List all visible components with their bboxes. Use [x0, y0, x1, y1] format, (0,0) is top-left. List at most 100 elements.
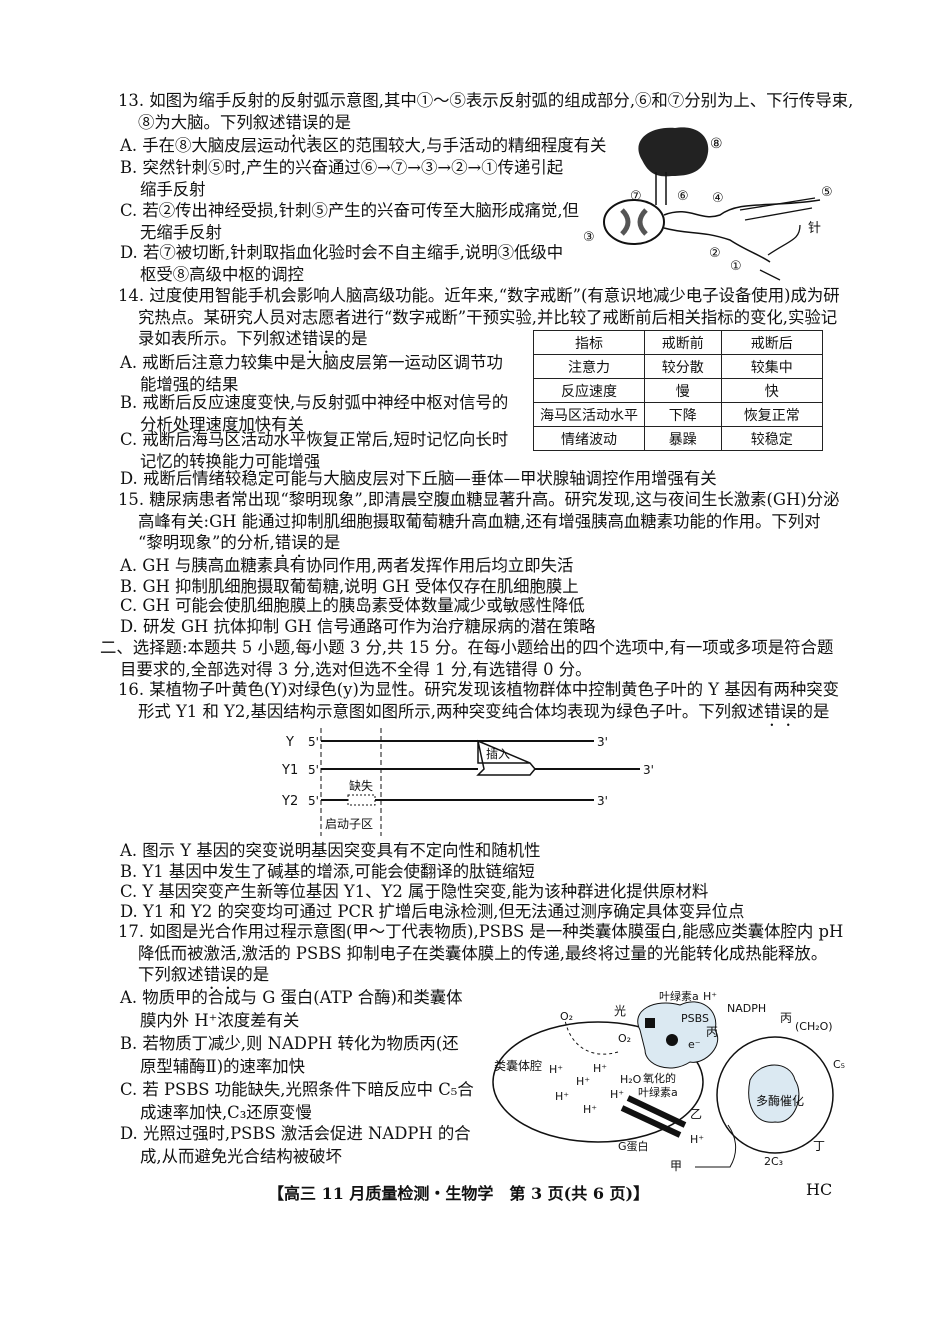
- text-line: 能增强的结果: [140, 374, 239, 394]
- jia-arrow: [695, 1124, 737, 1168]
- svg-text:H⁺: H⁺: [576, 1075, 590, 1088]
- svg-text:乙: 乙: [690, 1107, 702, 1121]
- table-cell: 较集中: [720, 354, 824, 379]
- calvin-cycle-circle: [716, 1036, 834, 1154]
- table-header-row: 指标 戒断前 戒断后: [533, 330, 824, 355]
- svg-text:②: ②: [709, 246, 721, 261]
- svg-text:丙: 丙: [780, 1011, 792, 1025]
- text-line: B. 突然针刺⑤时,产生的兴奋通过⑥→⑦→③→②→①传递引起: [120, 158, 564, 177]
- chlorophyll-a-square: [645, 1018, 655, 1028]
- svg-text:PSBS: PSBS: [681, 1012, 709, 1025]
- svg-text:⑧: ⑧: [710, 136, 723, 152]
- svg-text:叶绿素a: 叶绿素a: [659, 989, 699, 1003]
- q16-option-b: B. Y1 基因中发生了碱基的增添,可能会使翻译的肽链缩短: [120, 861, 535, 883]
- arm-outline: [739, 197, 816, 281]
- q14-table: 指标 戒断前 戒断后 注意力较分散较集中 反应速度慢快 海马区活动水平下降恢复正…: [533, 330, 824, 451]
- svg-text:Y2: Y2: [281, 794, 298, 809]
- q14-option-a: A. 戒断后注意力较集中是大脑皮层第一运动区调节功能增强的结果: [120, 352, 503, 395]
- text-line: D. 光照过强时,PSBS 激活会促进 NADPH 的合: [120, 1124, 471, 1143]
- q13-option-a: A. 手在⑧大脑皮层运动代表区的范围较大,与手活动的精细程度有关: [120, 135, 606, 157]
- text-line: 究热点。某研究人员对志愿者进行“数字戒断”干预实验,并比较了戒断前后相关指标的变…: [138, 307, 838, 327]
- text-line: C. 若 PSBS 功能缺失,光照条件下暗反应中 C₅合: [120, 1080, 474, 1099]
- brain-shape: [638, 127, 709, 177]
- text-line: “黎明现象”的分析,错误的是: [138, 533, 341, 552]
- text-line: D. 研发 GH 抗体抑制 GH 信号通路可作为治疗糖尿病的潜在策略: [120, 617, 596, 636]
- text-line: C. 若②传出神经受损,针刺⑤产生的兴奋可传至大脑形成痛觉,但: [120, 201, 579, 220]
- table-row: 情绪波动暴躁较稳定: [533, 426, 824, 451]
- text-line: B. 戒断后反应速度变快,与反射弧中神经中枢对信号的: [120, 393, 509, 412]
- text-line: 目要求的,全部选对得 3 分,选对但选不全得 1 分,有选错得 0 分。: [120, 659, 592, 679]
- svg-text:H₂O: H₂O: [620, 1073, 642, 1086]
- q13-option-d: D. 若⑦被切断,针刺取指血化验时会不自主缩手,说明③低级中枢受⑧高级中枢的调控: [120, 242, 563, 285]
- text-line: 成速率加快,C₃还原变慢: [140, 1102, 312, 1122]
- q16-option-a: A. 图示 Y 基因的突变说明基因突变具有不定向性和随机性: [120, 840, 540, 862]
- emphasis-mark: 错误: [285, 112, 319, 132]
- svg-text:5': 5': [308, 763, 319, 777]
- text-line: A. 图示 Y 基因的突变说明基因突变具有不定向性和随机性: [120, 841, 541, 860]
- text-line: B. GH 抑制肌细胞摄取葡萄糖,说明 GH 受体仅存在肌细胞膜上: [120, 577, 579, 596]
- text-line: 下列叙述错误的是: [138, 965, 270, 984]
- q17-option-d: D. 光照过强时,PSBS 激活会促进 NADPH 的合成,从而避免光合结构被破…: [120, 1123, 471, 1168]
- svg-text:丙: 丙: [706, 1025, 718, 1039]
- spinal-cord: [603, 199, 665, 245]
- svg-text:H⁺: H⁺: [555, 1090, 569, 1103]
- table-cell: 较分散: [644, 354, 722, 379]
- text-line: 无缩手反射: [140, 222, 222, 242]
- svg-text:H⁺: H⁺: [593, 1062, 607, 1075]
- svg-text:针: 针: [808, 221, 821, 236]
- q17-stem: 17. 如图是光合作用过程示意图(甲～丁代表物质),PSBS 是一种类囊体膜蛋白…: [118, 921, 843, 993]
- table-cell: 暴躁: [644, 426, 722, 451]
- psbs-protein-complex: [637, 1001, 718, 1069]
- q14-option-d: D. 戒断后情绪较稳定可能与大脑皮层对下丘脑—垂体—甲状腺轴调控作用增强有关: [120, 468, 717, 490]
- svg-text:G蛋白: G蛋白: [618, 1139, 649, 1153]
- text-line: 16. 某植物子叶黄色(Y)对绿色(y)为显性。研究发现该植物群体中控制黄色子叶…: [118, 680, 840, 699]
- svg-text:⑤: ⑤: [821, 185, 833, 200]
- text-line: D. 若⑦被切断,针刺取指血化验时会不自主缩手,说明③低级中: [120, 243, 564, 262]
- svg-text:3': 3': [597, 735, 608, 749]
- text-line: A. GH 与胰高血糖素具有协同作用,两者发挥作用后均立即失活: [120, 556, 574, 575]
- text-line: 高峰有关:GH 能通过抑制肌细胞摄取葡萄糖升高血糖,还有增强胰高血糖素功能的作用…: [138, 511, 821, 531]
- o2-dashed-arrow: [564, 1019, 619, 1055]
- text-line: ⑧为大脑。下列叙述错误的是: [138, 112, 352, 132]
- table-header: 指标: [533, 330, 645, 355]
- q13-option-b: B. 突然针刺⑤时,产生的兴奋通过⑥→⑦→③→②→①传递引起缩手反射: [120, 157, 563, 200]
- afferent-nerve: [663, 199, 821, 218]
- table-cell: 慢: [644, 378, 722, 403]
- oxidized-chlorophyll-dot: [666, 1034, 678, 1046]
- text-line: 降低而被激活,激活的 PSBS 抑制电子在类囊体膜上的传递,最终将过量的光能转化…: [138, 943, 828, 963]
- q15-option-d: D. 研发 GH 抗体抑制 GH 信号通路可作为治疗糖尿病的潜在策略: [120, 616, 596, 638]
- table-row: 注意力较分散较集中: [533, 354, 824, 379]
- q14-option-b: B. 戒断后反应速度变快,与反射弧中神经中枢对信号的分析处理速度加快有关: [120, 392, 508, 435]
- q15-option-c: C. GH 可能会使肌细胞膜上的胰岛素受体数量减少或敏感性降低: [120, 595, 585, 617]
- q13-option-c: C. 若②传出神经受损,针刺⑤产生的兴奋可传至大脑形成痛觉,但无缩手反射: [120, 200, 579, 243]
- svg-text:H⁺: H⁺: [549, 1063, 563, 1076]
- table-row: 海马区活动水平下降恢复正常: [533, 402, 824, 427]
- q16-option-d: D. Y1 和 Y2 的突变均可通过 PCR 扩增后电泳检测,但无法通过测序确定…: [120, 901, 744, 923]
- table-cell: 情绪波动: [533, 426, 645, 451]
- text-line: 二、选择题:本题共 5 小题,每小题 3 分,共 15 分。在每小题给出的四个选…: [100, 638, 834, 657]
- svg-text:3': 3': [643, 763, 654, 777]
- q15-option-b: B. GH 抑制肌细胞摄取葡萄糖,说明 GH 受体仅存在肌细胞膜上: [120, 576, 579, 598]
- svg-text:2C₃: 2C₃: [764, 1155, 783, 1168]
- text-line: D. 戒断后情绪较稳定可能与大脑皮层对下丘脑—垂体—甲状腺轴调控作用增强有关: [120, 469, 717, 488]
- svg-text:O₂: O₂: [560, 1010, 573, 1023]
- text-line: 枢受⑧高级中枢的调控: [140, 264, 304, 284]
- svg-text:缺失: 缺失: [349, 778, 373, 793]
- table-cell: 恢复正常: [720, 402, 824, 427]
- q17-option-c: C. 若 PSBS 功能缺失,光照条件下暗反应中 C₅合成速率加快,C₃还原变慢: [120, 1079, 474, 1124]
- q16-option-c: C. Y 基因突变产生新等位基因 Y1、Y2 属于隐性突变,能为该种群进化提供原…: [120, 881, 708, 903]
- efferent-nerve: [663, 227, 771, 263]
- text-line: C. Y 基因突变产生新等位基因 Y1、Y2 属于隐性突变,能为该种群进化提供原…: [120, 882, 709, 901]
- text-line: 原型辅酶Ⅱ)的速率加快: [140, 1056, 306, 1076]
- text-line: 13. 如图为缩手反射的反射弧示意图,其中①～⑤表示反射弧的组成部分,⑥和⑦分别…: [118, 91, 854, 110]
- footer-code: HC: [806, 1180, 833, 1199]
- enzyme-blob: [748, 1064, 800, 1123]
- table-row: 反应速度慢快: [533, 378, 824, 403]
- text-line: 分析处理速度加快有关: [140, 414, 304, 434]
- insertion-shape: [476, 739, 536, 776]
- text-line: B. 若物质丁减少,则 NADPH 转化为物质丙(还: [120, 1034, 459, 1053]
- thylakoid-membrane: [492, 1021, 704, 1143]
- svg-text:e⁻: e⁻: [688, 1038, 701, 1051]
